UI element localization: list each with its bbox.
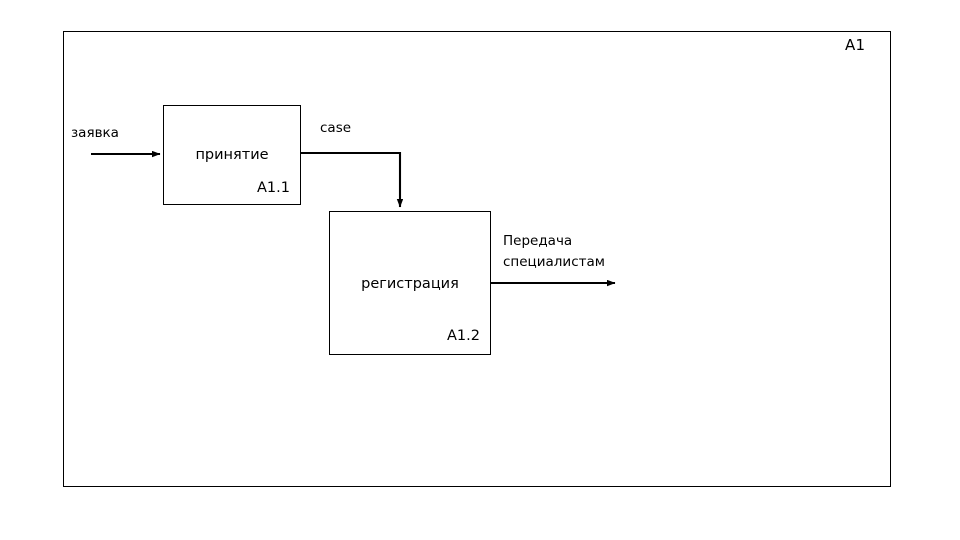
- arrow-label-peredacha-line2: специалистам: [503, 254, 605, 270]
- arrow-label-case: case: [320, 120, 352, 136]
- activity-box-a11-title: принятие: [195, 147, 269, 163]
- frame-label-a1: A1: [845, 36, 866, 54]
- activity-box-a12-title: регистрация: [361, 276, 459, 292]
- activity-box-a12[interactable]: регистрация A1.2: [329, 211, 491, 355]
- activity-box-a12-code: A1.2: [447, 328, 480, 344]
- activity-box-a11-code: A1.1: [257, 180, 290, 196]
- arrow-label-zayavka: заявка: [71, 125, 119, 141]
- arrow-label-peredacha: Передача специалистам: [503, 231, 605, 273]
- activity-box-a11[interactable]: принятие A1.1: [163, 105, 301, 205]
- arrow-label-peredacha-line1: Передача: [503, 233, 573, 249]
